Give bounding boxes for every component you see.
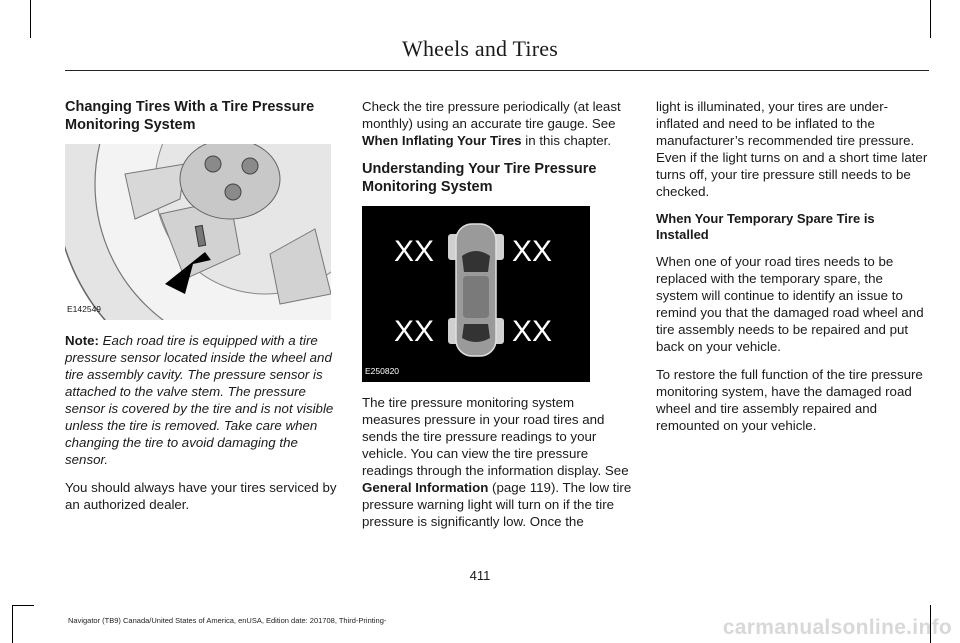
- footer-edition-text: Navigator (TB9) Canada/United States of …: [68, 616, 387, 625]
- figure-code: E250820: [365, 363, 400, 380]
- section-heading-understanding-tpms: Understanding Your Tire Pressure Monitor…: [362, 161, 597, 195]
- tpms-illustration: XX XX XX XX: [362, 206, 590, 382]
- paragraph: The tire pressure monitoring system meas…: [362, 394, 634, 530]
- crop-mark: [30, 0, 31, 38]
- paragraph: When one of your road tires needs to be …: [656, 254, 924, 354]
- crop-mark: [930, 0, 931, 38]
- crop-mark: [12, 605, 34, 606]
- tire-valve-figure: E142549: [65, 144, 331, 320]
- column-3: light is illuminated, your tires are und…: [656, 98, 928, 445]
- link-when-inflating[interactable]: When Inflating Your Tires: [362, 133, 522, 148]
- header-rule: [65, 70, 929, 71]
- tire-illustration: [65, 144, 331, 320]
- page-number: 411: [469, 568, 491, 583]
- tire-readout-front-left: XX: [394, 235, 434, 268]
- note-paragraph: Note: Each road tire is equipped with a …: [65, 332, 337, 468]
- crop-mark: [930, 605, 931, 643]
- vehicle-top-view-icon: [448, 223, 504, 357]
- watermark: carmanualsonline.info: [722, 616, 952, 639]
- text-run: The tire pressure monitoring system meas…: [362, 395, 629, 478]
- tpms-display-figure: XX XX XX XX E250820: [362, 206, 590, 382]
- text-run: (page 119). The low tire pressure warnin…: [362, 480, 632, 529]
- note-label: Note:: [65, 333, 99, 348]
- column-1: Changing Tires With a Tire Pressure Moni…: [65, 98, 337, 524]
- section-heading-changing-tires: Changing Tires With a Tire Pressure Moni…: [65, 99, 315, 133]
- crop-mark: [12, 605, 13, 643]
- paragraph: Check the tire pressure periodically (at…: [362, 98, 634, 149]
- subheading-temporary-spare: When Your Temporary Spare Tire is Instal…: [656, 211, 875, 242]
- tire-readout-rear-left: XX: [394, 315, 434, 348]
- note-text: Each road tire is equipped with a tire p…: [65, 333, 334, 467]
- page-title: Wheels and Tires: [402, 36, 558, 61]
- text-run: in this chapter.: [521, 133, 612, 148]
- column-2: Check the tire pressure periodically (at…: [362, 98, 634, 541]
- paragraph: light is illuminated, your tires are und…: [656, 99, 928, 199]
- tire-readout-front-right: XX: [512, 235, 552, 268]
- tire-readout-rear-right: XX: [512, 315, 552, 348]
- paragraph: You should always have your tires servic…: [65, 480, 337, 512]
- text-run: Check the tire pressure periodically (at…: [362, 99, 621, 131]
- figure-code: E142549: [67, 304, 102, 314]
- link-general-information[interactable]: General Information: [362, 480, 489, 495]
- paragraph: To restore the full function of the tire…: [656, 367, 923, 433]
